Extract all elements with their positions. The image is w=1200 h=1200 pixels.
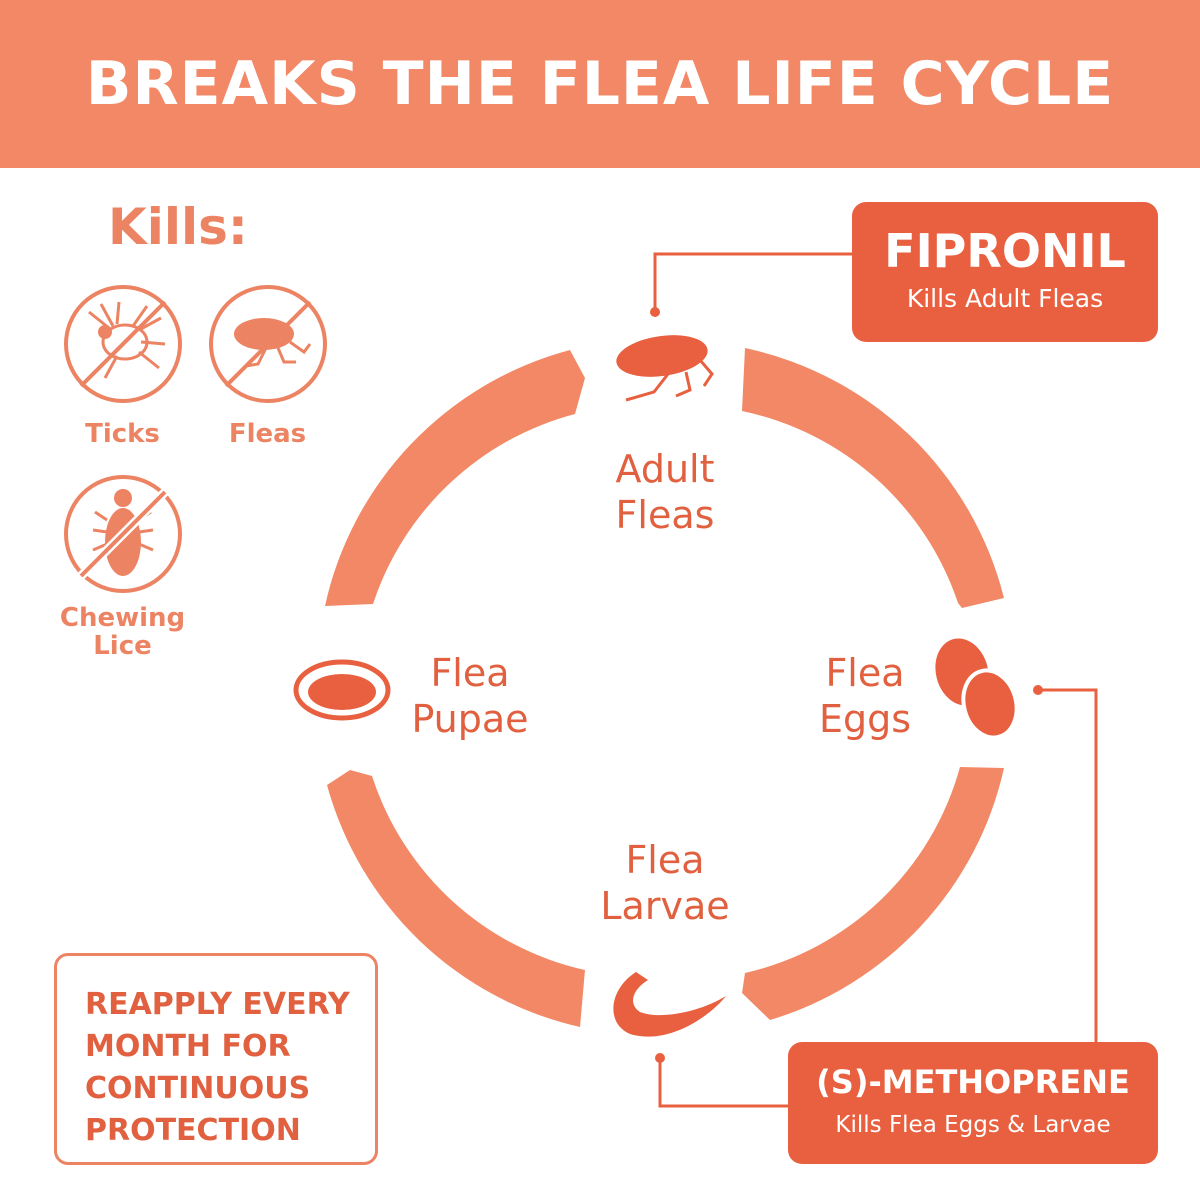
- stage-label-line: Adult: [615, 447, 715, 491]
- cycle-arc-top-right: [742, 348, 1004, 608]
- flea-larvae-icon: [613, 972, 726, 1037]
- stage-label-line: Flea: [625, 838, 705, 882]
- stage-label-line: Flea: [430, 651, 510, 695]
- flea-icon: [208, 285, 327, 403]
- reapply-line: PROTECTION: [85, 1113, 301, 1148]
- fipronil-connector: [653, 252, 852, 310]
- ingredient-description: Kills Adult Fleas: [906, 284, 1104, 313]
- flea-pupae-icon: [293, 659, 391, 721]
- stage-label-line: Eggs: [818, 697, 912, 741]
- ingredient-name: (S)-METHOPRENE: [816, 1063, 1130, 1101]
- pest-label-line: Chewing: [59, 603, 186, 633]
- stage-label-line: Larvae: [600, 884, 730, 928]
- cycle-arc-bottom-right: [742, 767, 1004, 1020]
- methoprene-box: (S)-METHOPRENE Kills Flea Eggs & Larvae: [788, 1042, 1158, 1164]
- adult-flea-icon: [616, 335, 714, 402]
- ingredient-description: Kills Flea Eggs & Larvae: [835, 1112, 1111, 1138]
- fipronil-connector-dot: [650, 307, 660, 317]
- cycle-arc-top-left: [325, 350, 585, 606]
- stage-flea-eggs: Flea Eggs: [770, 650, 960, 742]
- methoprene-larvae-connector-dot: [655, 1053, 665, 1063]
- flea-eggs-icon: [935, 638, 1019, 740]
- reapply-line: REAPPLY EVERY: [85, 987, 350, 1022]
- lice-icon: [63, 475, 182, 593]
- tick-icon: [63, 285, 182, 403]
- methoprene-eggs-connector-dot: [1033, 685, 1043, 695]
- reapply-line: MONTH FOR: [85, 1029, 291, 1064]
- pest-lice: Chewing Lice: [40, 472, 205, 660]
- kills-heading: Kills:: [108, 198, 248, 256]
- pest-fleas: Fleas: [200, 282, 335, 448]
- fipronil-box: FIPRONIL Kills Adult Fleas: [852, 202, 1158, 342]
- stage-flea-larvae: Flea Larvae: [560, 837, 770, 929]
- header-banner: BREAKS THE FLEA LIFE CYCLE: [0, 0, 1200, 168]
- pest-label: Ticks: [85, 419, 160, 449]
- pest-label-line: Lice: [93, 631, 152, 661]
- methoprene-eggs-connector: [1038, 688, 1098, 1042]
- methoprene-larvae-connector: [658, 1060, 788, 1108]
- stage-label-line: Pupae: [411, 697, 529, 741]
- reapply-line: CONTINUOUS: [85, 1071, 311, 1106]
- pest-label: Fleas: [228, 419, 307, 449]
- stage-label-line: Fleas: [615, 493, 715, 537]
- stage-label-line: Flea: [825, 651, 905, 695]
- pest-ticks: Ticks: [55, 282, 190, 448]
- cycle-arc-bottom-left: [327, 770, 585, 1027]
- stage-flea-pupae: Flea Pupae: [380, 650, 560, 742]
- stage-adult-fleas: Adult Fleas: [560, 446, 770, 538]
- reapply-notice: REAPPLY EVERY MONTH FOR CONTINUOUS PROTE…: [54, 953, 378, 1165]
- page-title: BREAKS THE FLEA LIFE CYCLE: [85, 49, 1115, 119]
- ingredient-name: FIPRONIL: [884, 224, 1126, 278]
